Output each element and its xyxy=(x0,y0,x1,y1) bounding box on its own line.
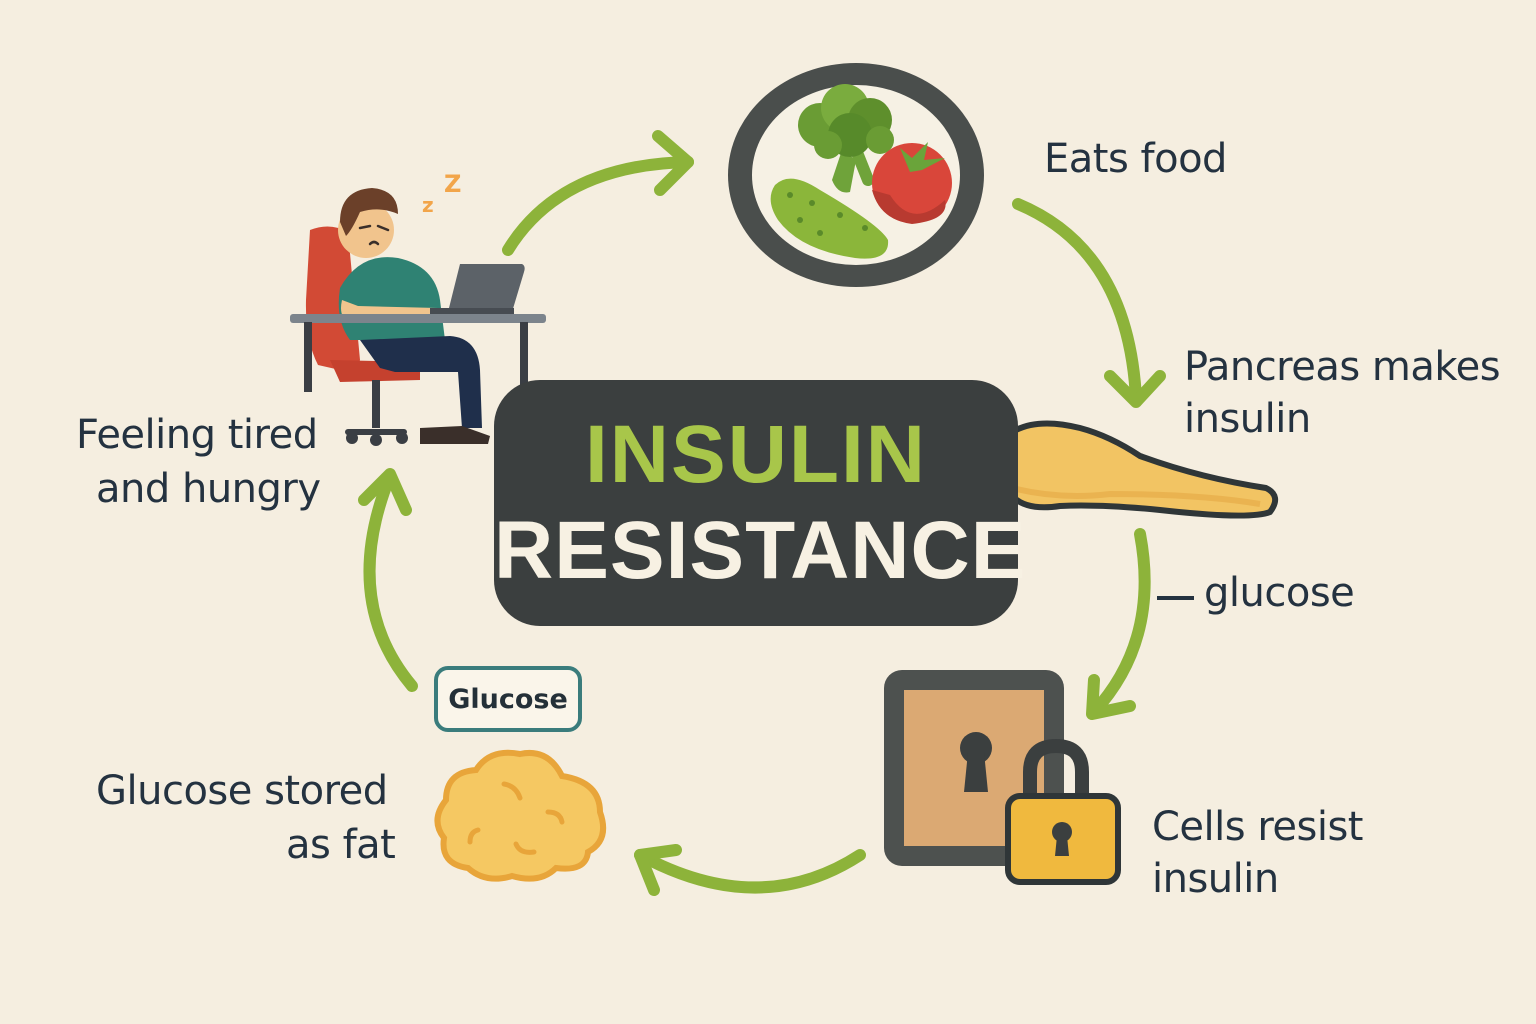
label-stored-line1: Glucose stored xyxy=(96,768,388,814)
fat-blob-icon xyxy=(434,749,606,882)
glucose-tag: Glucose xyxy=(434,666,582,732)
plate-of-vegetables-icon xyxy=(728,63,984,287)
locked-cell-icon xyxy=(884,670,1121,885)
label-stored-line2: as fat xyxy=(286,822,396,868)
title-line-2: RESISTANCE xyxy=(494,505,1027,596)
pancreas-icon xyxy=(1003,420,1279,519)
label-cells-line2: insulin xyxy=(1152,856,1279,902)
tired-person-at-desk-icon: z Z xyxy=(290,170,546,446)
svg-text:z: z xyxy=(422,193,434,217)
arrow-to-cells-icon xyxy=(1086,528,1151,720)
title-line-1: INSULIN xyxy=(585,409,927,500)
arrow-to-food-icon xyxy=(502,130,694,256)
arrow-to-pancreas-icon xyxy=(1012,198,1166,408)
label-glucose: glucose xyxy=(1204,570,1355,616)
label-pancreas-line1: Pancreas makes xyxy=(1184,344,1501,390)
label-tired-line2: and hungry xyxy=(96,466,321,512)
arrow-to-tired-icon xyxy=(358,468,418,692)
label-pancreas-line2: insulin xyxy=(1184,396,1311,442)
arrow-to-fat-icon xyxy=(634,844,866,896)
svg-text:Z: Z xyxy=(444,170,461,198)
label-tired-line1: Feeling tired xyxy=(76,412,318,458)
insulin-resistance-title-box: INSULIN RESISTANCE xyxy=(494,380,1027,626)
label-eats-food: Eats food xyxy=(1044,136,1227,182)
label-cells-line1: Cells resist xyxy=(1152,804,1363,850)
